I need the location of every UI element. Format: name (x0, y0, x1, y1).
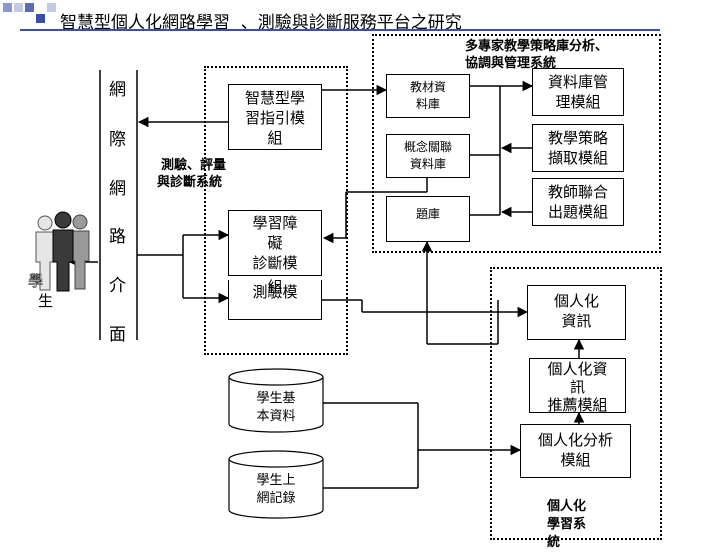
guide-line2: 習指引模 (244, 109, 305, 127)
personal-label-line1: 個人化 (547, 499, 587, 514)
log-line2: 網記錄 (256, 491, 296, 506)
materials-line2: 料庫 (415, 97, 440, 111)
basic-data-text: 學生基 本資料 (228, 390, 324, 426)
strategy-line1: 教學策略 (547, 129, 608, 147)
pinfo-line2: 資訊 (561, 312, 592, 330)
online-log-text: 學生上 網記錄 (228, 472, 324, 508)
student-basic-data-cylinder[interactable] (228, 368, 324, 434)
test-label-line2: 與診斷系統 (157, 175, 223, 190)
title-bullet-square-1 (3, 3, 12, 12)
connector-lines (68, 70, 585, 489)
personal-label-line3: 統 (547, 535, 561, 550)
student-figure-icon (35, 211, 90, 292)
strategy-line2: 擷取模組 (547, 149, 608, 167)
question-bank[interactable]: 題庫 (386, 196, 470, 242)
expert-system-frame (372, 34, 661, 253)
teacher-line2: 出題模組 (547, 203, 608, 221)
panalysis-line1: 個人化分析 (537, 431, 613, 449)
student-online-log-cylinder[interactable] (228, 450, 324, 520)
diagnosis-line1: 學習障 (252, 214, 298, 232)
diagnosis-line2: 礙 (267, 234, 283, 252)
pinfo-line1: 個人化 (553, 292, 599, 310)
page-title: 智慧型個人化網路學習 、測驗與診斷服務平台之研究 (60, 13, 462, 33)
materials-line1: 教材資 (409, 80, 446, 94)
title-bullet-square-4 (36, 14, 45, 23)
dbmgmt-line1: 資料庫管 (547, 73, 608, 91)
test-module[interactable]: 測驗模 (228, 280, 322, 320)
interface-char-1: 網 (109, 80, 126, 100)
expert-system-label: 多專家教學策略庫分析、 協調與管理系統 (465, 38, 608, 72)
interface-char-5: 介 (109, 276, 126, 296)
interface-char-4: 路 (109, 227, 126, 247)
concept-line2: 資料庫 (409, 157, 446, 171)
precommend-line2: 訊 (569, 378, 585, 396)
test-label-line1: 測驗、評量 (161, 158, 227, 173)
bank-line1: 題庫 (415, 207, 440, 221)
database-management-module[interactable]: 資料庫管 理模組 (532, 68, 624, 116)
personal-info-box[interactable]: 個人化 資訊 (527, 285, 626, 340)
dbmgmt-line2: 理模組 (555, 93, 601, 111)
teacher-question-module[interactable]: 教師聯合 出題模組 (532, 178, 624, 226)
personal-system-label: 個人化 學習系 統 (547, 498, 586, 552)
test-system-frame (204, 66, 348, 355)
teacher-line1: 教師聯合 (547, 183, 608, 201)
guide-line3: 組 (267, 129, 283, 147)
title-bullet-square-2 (14, 3, 23, 12)
title-underline (20, 29, 660, 31)
personal-system-frame (490, 267, 662, 540)
student-label: 生 (38, 292, 54, 310)
diagnosis-module[interactable]: 學習障 礙 診斷模 組 (228, 210, 322, 296)
log-line1: 學生上 (256, 473, 296, 488)
interface-char-2: 際 (109, 130, 126, 150)
panalysis-line2: 模組 (560, 451, 591, 469)
precommend-line3: 推薦模組 (547, 396, 608, 414)
concept-line1: 概念關聯 (403, 140, 452, 154)
personal-recommendation-module[interactable]: 個人化資 訊 推薦模組 (529, 358, 626, 414)
interface-char-6: 面 (109, 325, 126, 345)
basic-line1: 學生基 (256, 391, 296, 406)
student-glyph: 學 (28, 272, 44, 291)
test-system-label: 測驗、評量 與診斷系統 (157, 157, 226, 191)
personal-label-line2: 學習系 (547, 517, 587, 532)
personal-analysis-module[interactable]: 個人化分析 模組 (520, 424, 631, 478)
test-line1: 測驗模 (252, 283, 298, 301)
basic-line2: 本資料 (256, 409, 296, 424)
interface-char-3: 網 (109, 179, 126, 199)
precommend-line1: 個人化資 (547, 360, 608, 378)
strategy-extraction-module[interactable]: 教學策略 擷取模組 (532, 124, 624, 172)
expert-label-line1: 多專家教學策略庫分析、 (465, 39, 609, 54)
materials-database[interactable]: 教材資 料庫 (386, 74, 470, 118)
diagnosis-line3: 診斷模 (252, 254, 298, 272)
learning-guide-module[interactable]: 智慧型學 習指引模 組 (228, 84, 322, 150)
diagnosis-line4: 組 (267, 278, 283, 296)
expert-label-line2: 協調與管理系統 (465, 56, 557, 71)
concept-database[interactable]: 概念關聯 資料庫 (386, 134, 470, 178)
title-bullet-square-5 (47, 3, 56, 12)
title-bullet-square-3 (25, 3, 34, 12)
guide-line1: 智慧型學 (244, 89, 305, 107)
